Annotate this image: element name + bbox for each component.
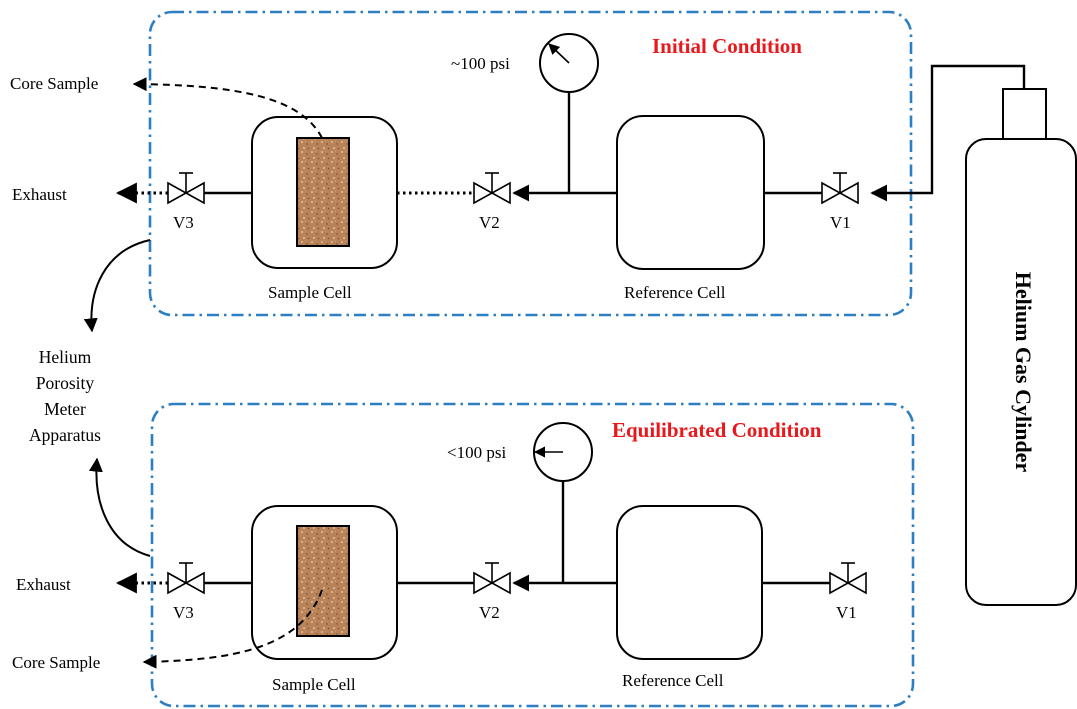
cylinder-cap [1002,88,1047,140]
exhaust-label: Exhaust [16,575,71,594]
core-sample [296,137,350,247]
valve-v1[interactable] [829,562,867,595]
helium-gas-cylinder: Helium Gas Cylinder [965,88,1077,606]
core-sample-pointer [132,77,323,139]
valve-v3[interactable] [167,562,205,595]
apparatus-label-line-1: Helium [39,347,92,367]
gauge-reading: <100 psi [447,443,506,462]
sample-cell-label: Sample Cell [272,675,356,694]
core-sample-label: Core Sample [10,74,98,93]
valve-v2-label: V2 [479,603,500,622]
valve-v2-label: V2 [479,213,500,232]
apparatus-label-line-3: Meter [44,399,86,419]
reference-cell [616,115,765,270]
gauge-reading: ~100 psi [451,54,510,73]
apparatus-arrow-bottom [88,457,151,557]
equilibrated-condition-panel: Equilibrated Condition <100 psi Sample C… [12,402,915,708]
valve-v1[interactable] [821,172,859,205]
apparatus-label-line-4: Apparatus [29,425,101,445]
initial-condition-boundary [148,10,913,317]
valve-v3[interactable] [167,172,205,205]
valve-v3-label: V3 [173,213,194,232]
initial-condition-title: Initial Condition [652,34,802,58]
valve-v1-label: V1 [830,213,851,232]
exhaust-label: Exhaust [12,185,67,204]
valve-v2[interactable] [473,172,511,205]
apparatus-arrow-top [83,239,151,333]
apparatus-label-line-2: Porosity [36,373,95,393]
core-sample [296,525,350,637]
core-sample-label: Core Sample [12,653,100,672]
cylinder-body [965,138,1077,606]
pressure-gauge [533,422,593,482]
core-sample-pointer [142,589,323,669]
reference-cell-label: Reference Cell [622,671,724,690]
equilibrated-condition-boundary [150,402,915,708]
apparatus-callout: Helium Porosity Meter Apparatus [29,239,151,557]
pipe-cylinder-v1 [870,64,1026,202]
valve-v2[interactable] [473,562,511,595]
equilibrated-condition-title: Equilibrated Condition [612,418,822,442]
valve-v3-label: V3 [173,603,194,622]
pressure-gauge [539,33,599,93]
sample-cell-label: Sample Cell [268,283,352,302]
cylinder-label: Helium Gas Cylinder [1011,272,1036,473]
reference-cell-label: Reference Cell [624,283,726,302]
initial-condition-panel: Initial Condition ~100 psi Sample Cell R… [10,10,1026,317]
reference-cell [616,505,763,660]
valve-v1-label: V1 [836,603,857,622]
